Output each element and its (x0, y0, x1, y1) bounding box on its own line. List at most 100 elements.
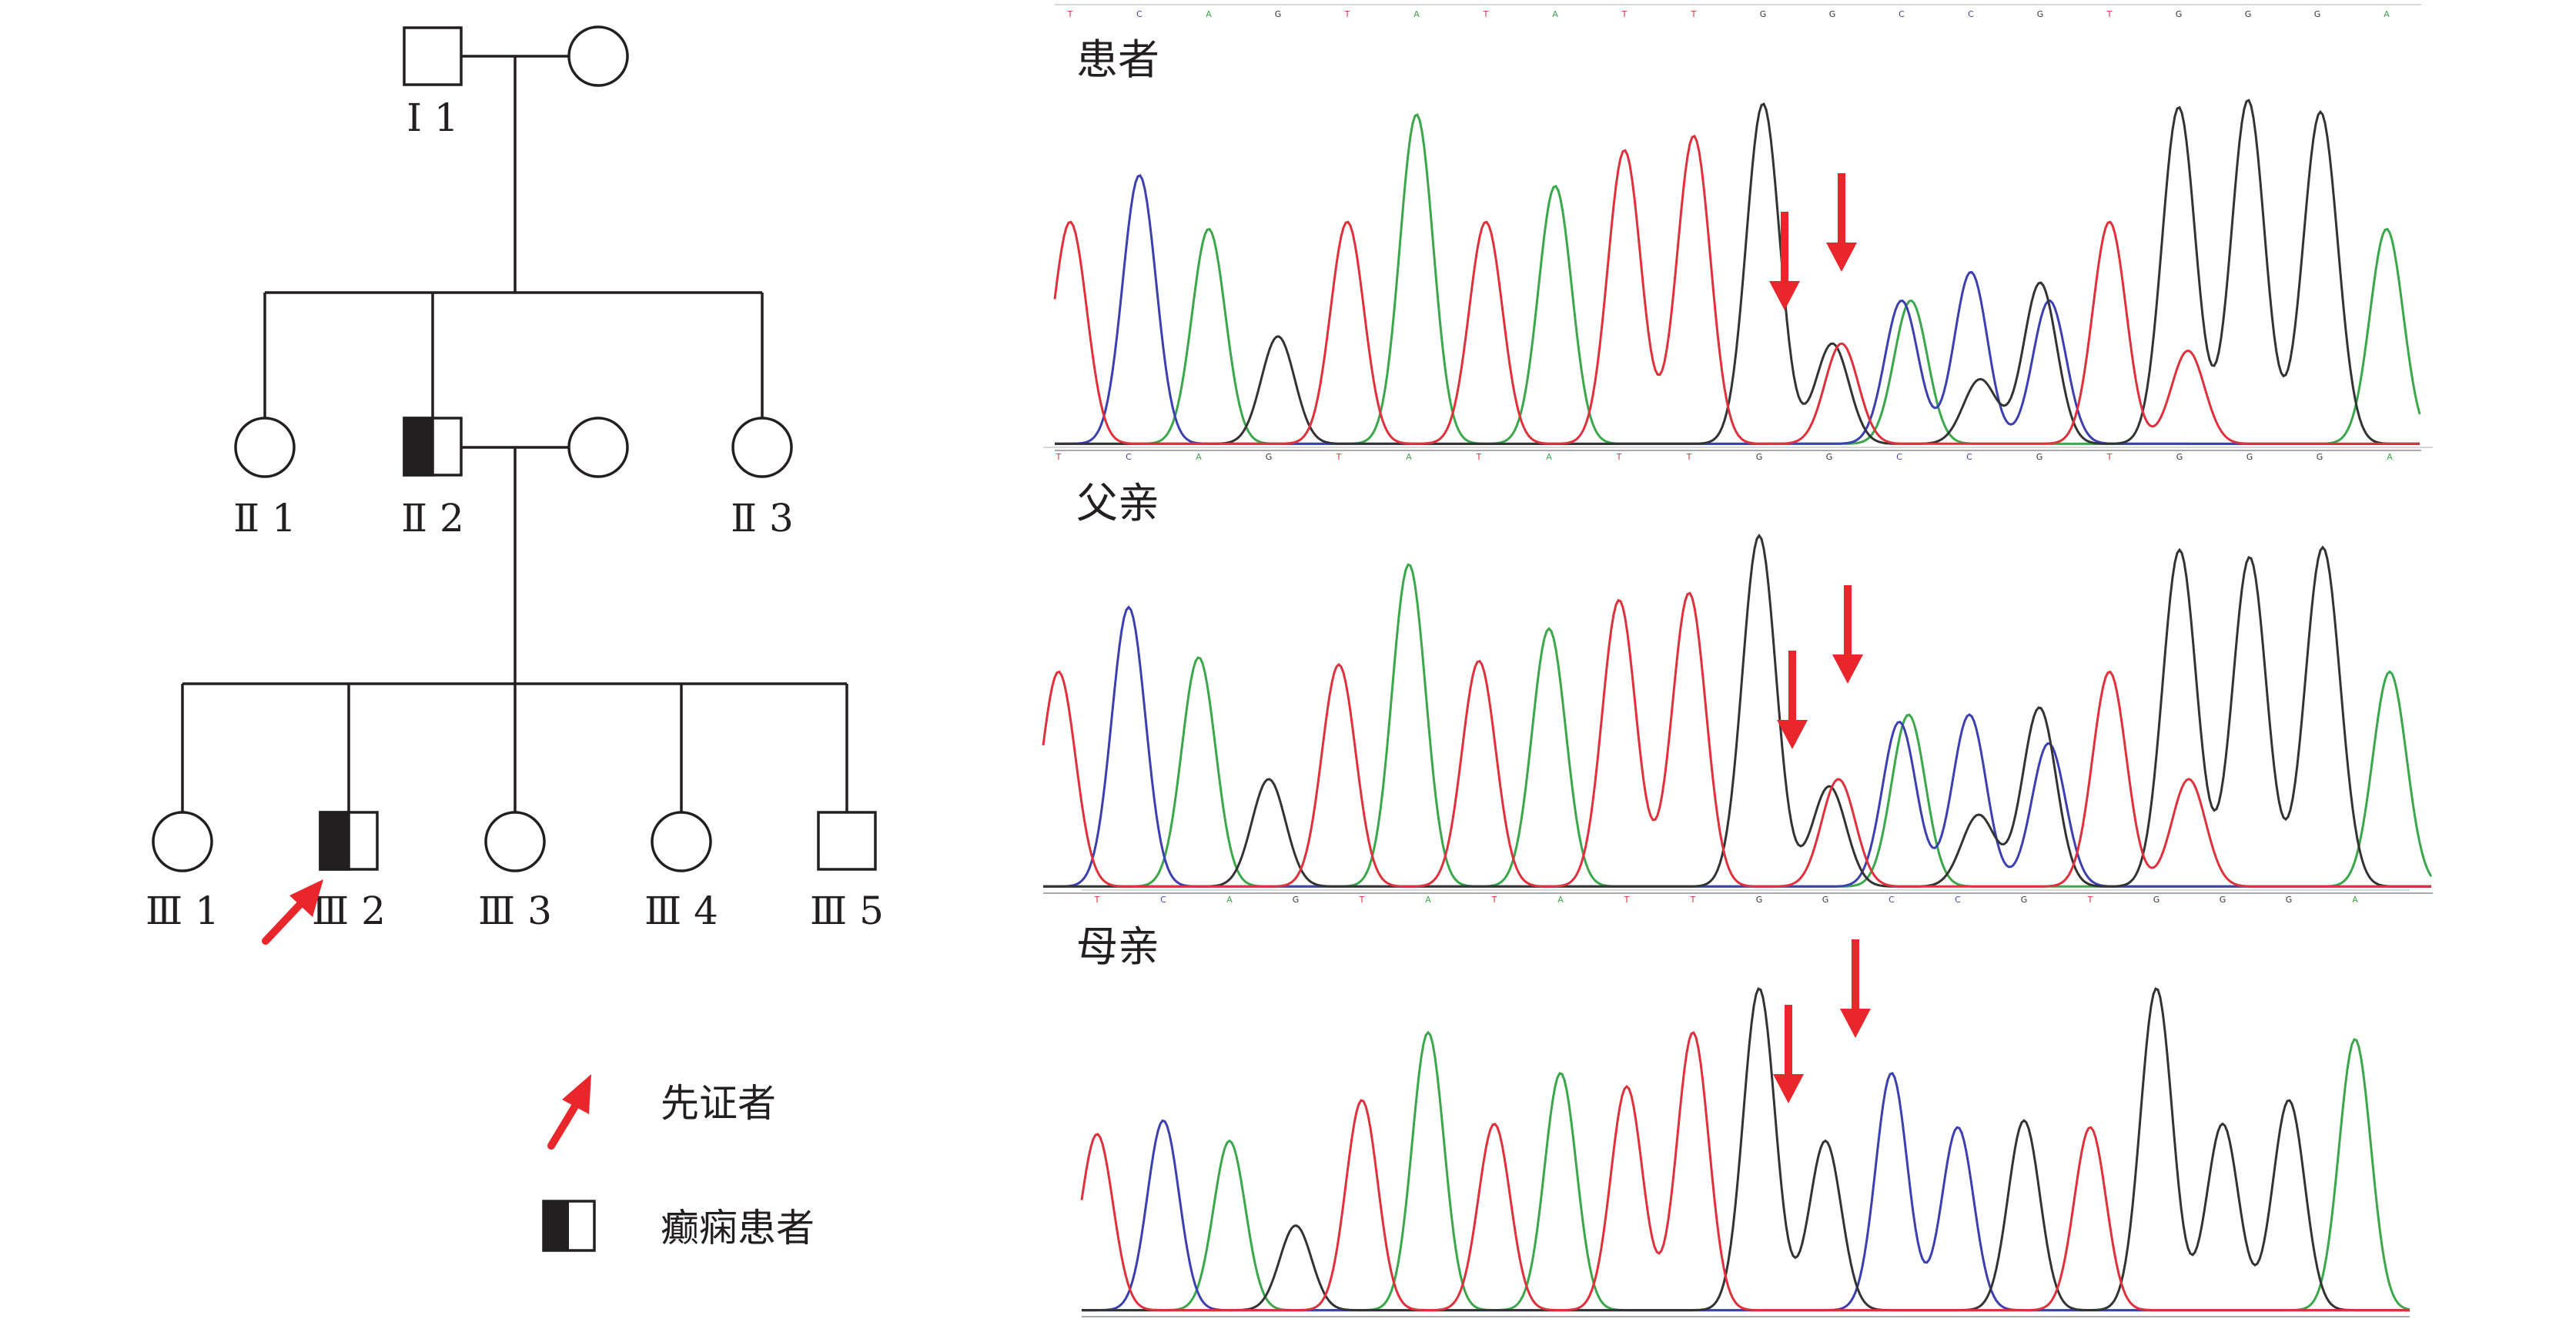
label-III3: Ⅲ 3 (478, 889, 552, 933)
trace-T (1080, 1031, 2410, 1312)
base-call: G (2021, 895, 2028, 905)
base-call: C (1968, 9, 1974, 19)
base-call: G (2314, 9, 2321, 19)
base-call: G (2286, 895, 2293, 905)
base-call: C (1889, 895, 1895, 905)
trace-C (1082, 1072, 2410, 1312)
base-call: A (2387, 452, 2393, 462)
base-call: C (1126, 452, 1132, 462)
label-III5: Ⅲ 5 (810, 889, 884, 933)
base-call: A (1546, 452, 1552, 462)
base-call: G (2246, 452, 2253, 462)
base-call: T (2106, 452, 2113, 462)
trace-T (1042, 591, 2431, 888)
individual-III2-filled-half (319, 811, 350, 871)
variant-arrow (1769, 212, 1800, 310)
individual-II3 (731, 417, 793, 478)
base-call: G (1829, 9, 1836, 19)
proband-arrow (262, 879, 323, 945)
individual-II2-spouse (567, 417, 629, 478)
trace-C (1055, 174, 2420, 445)
legend-proband-arrow-icon (547, 1074, 591, 1150)
base-call: A (1557, 895, 1564, 905)
base-call: G (2176, 9, 2183, 19)
base-call: G (2220, 895, 2226, 905)
individual-III3 (484, 811, 546, 872)
label-II3: Ⅱ 3 (731, 496, 794, 541)
base-call: G (2245, 9, 2252, 19)
base-call: G (2036, 452, 2043, 462)
base-call: T (1094, 895, 1100, 905)
individual-II1 (234, 417, 296, 478)
individual-III2 (319, 811, 379, 871)
variant-arrow (1777, 651, 1808, 749)
pedigree-chart (152, 25, 877, 872)
base-call: A (1206, 9, 1212, 19)
legend-proband-label: 先证者 (661, 1081, 776, 1126)
base-call: T (1476, 452, 1482, 462)
base-call: T (1067, 9, 1073, 19)
label-II1: Ⅱ 1 (233, 496, 296, 541)
legend-affected-label: 癫痫患者 (661, 1206, 815, 1250)
variant-arrow (1832, 585, 1863, 684)
base-call: G (1826, 452, 1833, 462)
trace-G (1043, 533, 2431, 888)
variant-arrow (1773, 1005, 1804, 1103)
base-call: T (1344, 9, 1350, 19)
base-call: G (1760, 9, 1767, 19)
base-call: T (2087, 895, 2093, 905)
trace-G (1055, 99, 2420, 445)
individual-I1-male (403, 26, 463, 86)
base-call: A (1552, 9, 1558, 19)
base-call: T (1686, 452, 1692, 462)
base-call: T (1616, 452, 1622, 462)
base-call: T (1624, 895, 1630, 905)
legend: 先证者 癫痫患者 (542, 1074, 815, 1252)
individual-II2-filled-half (403, 417, 434, 477)
base-call: C (1896, 452, 1902, 462)
pedigree-labels: Ⅰ 1 Ⅱ 1 Ⅱ 2 Ⅱ 3 Ⅲ 1 Ⅲ 2 Ⅲ 3 Ⅲ 4 Ⅲ 5 (146, 95, 884, 933)
base-call: C (1899, 9, 1905, 19)
base-call: A (1413, 9, 1420, 19)
individual-III4 (651, 811, 712, 872)
base-call: T (1690, 895, 1696, 905)
trace-label-father: 父亲 (1076, 479, 1159, 527)
individual-III5 (817, 811, 877, 871)
trace-label-mother: 母亲 (1076, 922, 1159, 971)
individual-I1-female (567, 25, 629, 87)
base-call: G (1756, 895, 1763, 905)
individual-III1 (152, 811, 213, 872)
label-III1: Ⅲ 1 (146, 889, 219, 933)
base-call: A (2384, 9, 2390, 19)
base-call: G (1756, 452, 1763, 462)
variant-arrow (1826, 173, 1857, 272)
base-call: T (1359, 895, 1365, 905)
sequencing-chromatograms: T C A G T A T A T T G G C C G T G G G A T C A G T A T A T T G G C C G T G G G A… (1042, 4, 2433, 1317)
base-call: A (1406, 452, 1412, 462)
base-call: G (1266, 452, 1273, 462)
base-call: G (2153, 895, 2160, 905)
label-III2: Ⅲ 2 (312, 889, 386, 933)
base-call: T (1336, 452, 1342, 462)
base-call: A (1226, 895, 1233, 905)
base-call: T (1491, 895, 1497, 905)
base-call: T (1055, 452, 1062, 462)
base-call: C (1955, 895, 1961, 905)
base-call: G (1275, 9, 1282, 19)
base-call: T (1691, 9, 1697, 19)
base-call: T (1483, 9, 1489, 19)
trace-A (1055, 112, 2421, 445)
base-call: A (2352, 895, 2358, 905)
base-call: C (1160, 895, 1166, 905)
base-call: A (1196, 452, 1202, 462)
base-call: T (2106, 9, 2113, 19)
base-call: G (1293, 895, 1300, 905)
label-I1: Ⅰ 1 (406, 95, 458, 140)
base-call: T (1621, 9, 1628, 19)
base-call: C (1136, 9, 1142, 19)
label-III4: Ⅲ 4 (644, 889, 718, 933)
